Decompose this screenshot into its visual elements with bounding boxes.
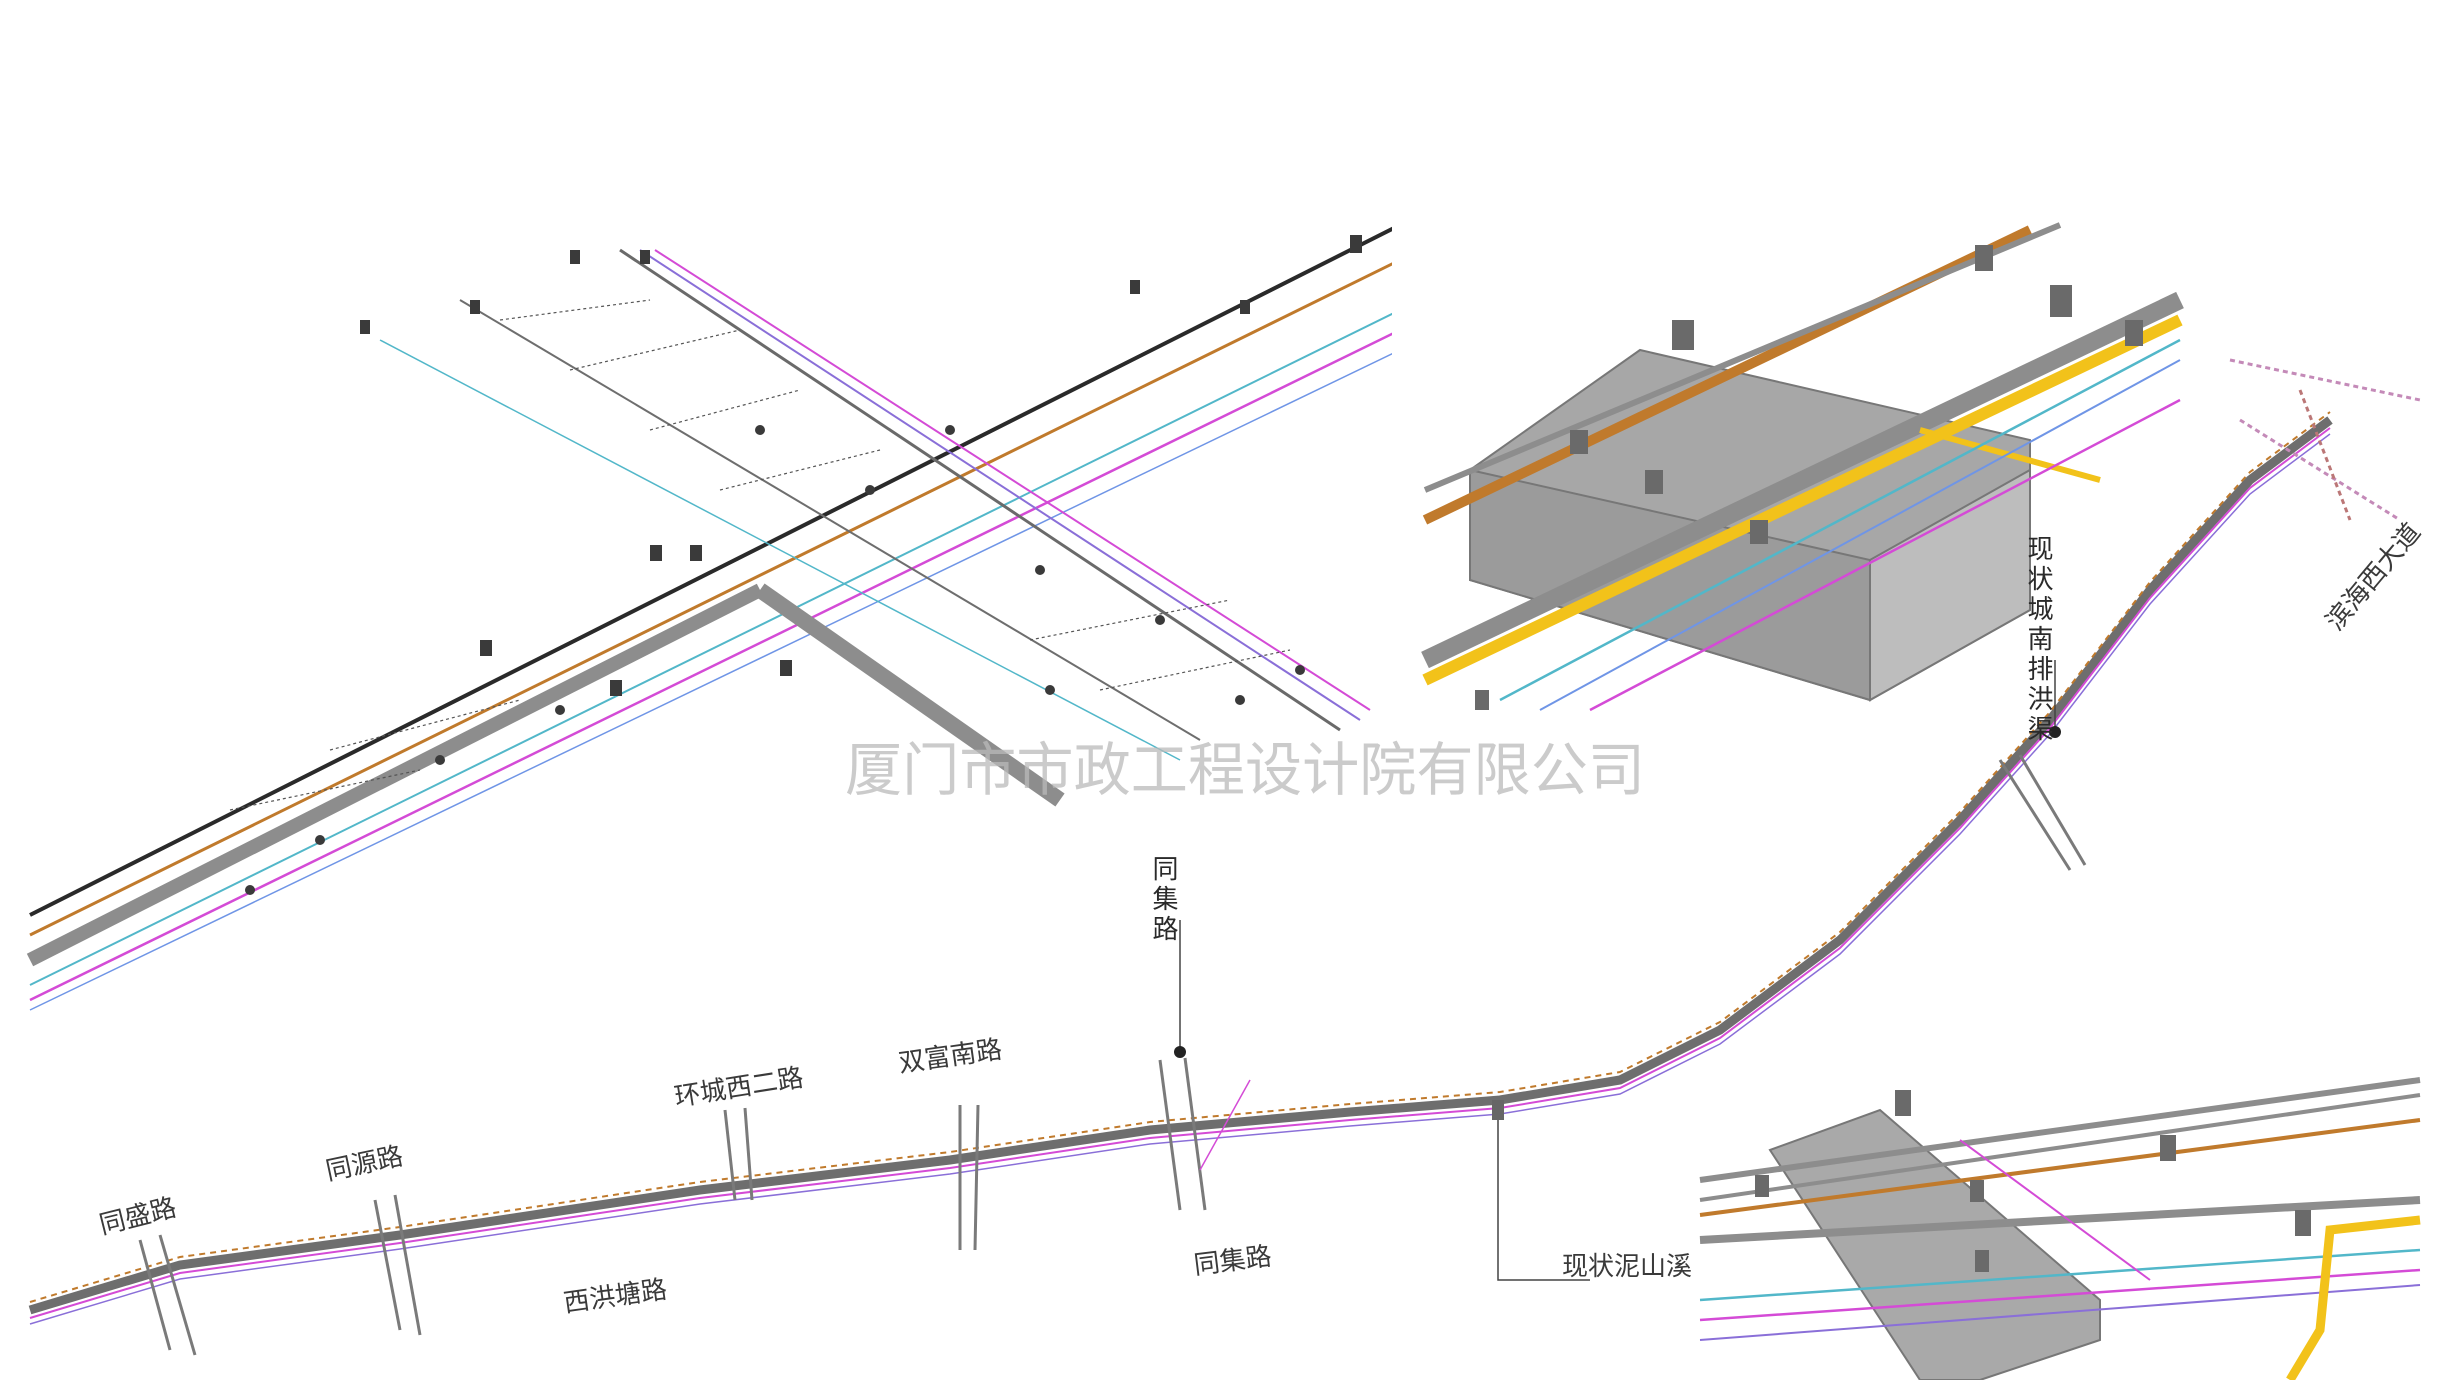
callout-nishan-creek: 现状泥山溪 — [1562, 1252, 1692, 1282]
label-tongji-road: 同集路 — [1192, 1242, 1273, 1281]
intersection-detail-view — [26, 220, 1402, 1011]
company-watermark: 厦门市市政工程设计院有限公司 — [845, 736, 1645, 804]
label-tongyuan-road: 同源路 — [323, 1141, 406, 1187]
label-shuangfunan-road: 双富南路 — [897, 1035, 1004, 1079]
chengnan-channel-detail-view — [1421, 222, 2184, 712]
label-huanchengxi2-road: 环城西二路 — [672, 1063, 805, 1113]
label-binhaixi-avenue: 滨海西大道 — [2320, 518, 2427, 637]
label-xihongtang-road: 西洪塘路 — [562, 1275, 669, 1319]
callout-chengnan-flood-channel: 现状城南排洪渠 — [2023, 535, 2053, 745]
label-tongsheng-road: 同盛路 — [96, 1193, 179, 1241]
main-pipeline-route — [28, 411, 2333, 1325]
callout-dots — [1174, 726, 2061, 1058]
cross-streets — [138, 358, 2421, 1356]
nishan-creek-detail-view — [1699, 1077, 2421, 1380]
callout-tongji-road-vertical: 同集路 — [1148, 855, 1178, 945]
creek-crossing-marker — [1492, 1100, 1504, 1120]
callout-leaders — [1179, 660, 2056, 1281]
